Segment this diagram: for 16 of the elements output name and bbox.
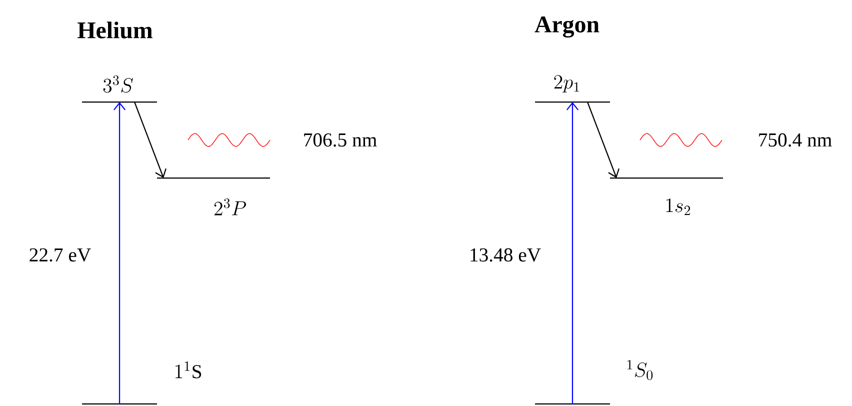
edge-label: 22.7 eV: [27, 246, 93, 264]
edge-label: 13.48 eV: [468, 246, 542, 264]
arrow: [566, 102, 579, 404]
title: Helium: [78, 22, 152, 38]
wavelength-label: 706.5 nm: [304, 133, 377, 147]
title: Argon: [534, 16, 600, 38]
arrow: [113, 102, 126, 404]
wavelength-label: 750.4 nm: [759, 133, 832, 147]
energy-level: $3^{3}S$: [82, 75, 157, 103]
energy-level: $2p_{1}$: [535, 75, 610, 103]
arrow: [134, 102, 166, 178]
energy-level: $1^{1}\mathrm{S}$: [82, 361, 202, 405]
energy-level: $2^{3}P$: [157, 177, 270, 216]
energy-level: ${}^{1}S_{0}$: [535, 360, 653, 405]
arrow: [586, 102, 620, 178]
energy-level: $1s_{2}$: [610, 177, 723, 216]
